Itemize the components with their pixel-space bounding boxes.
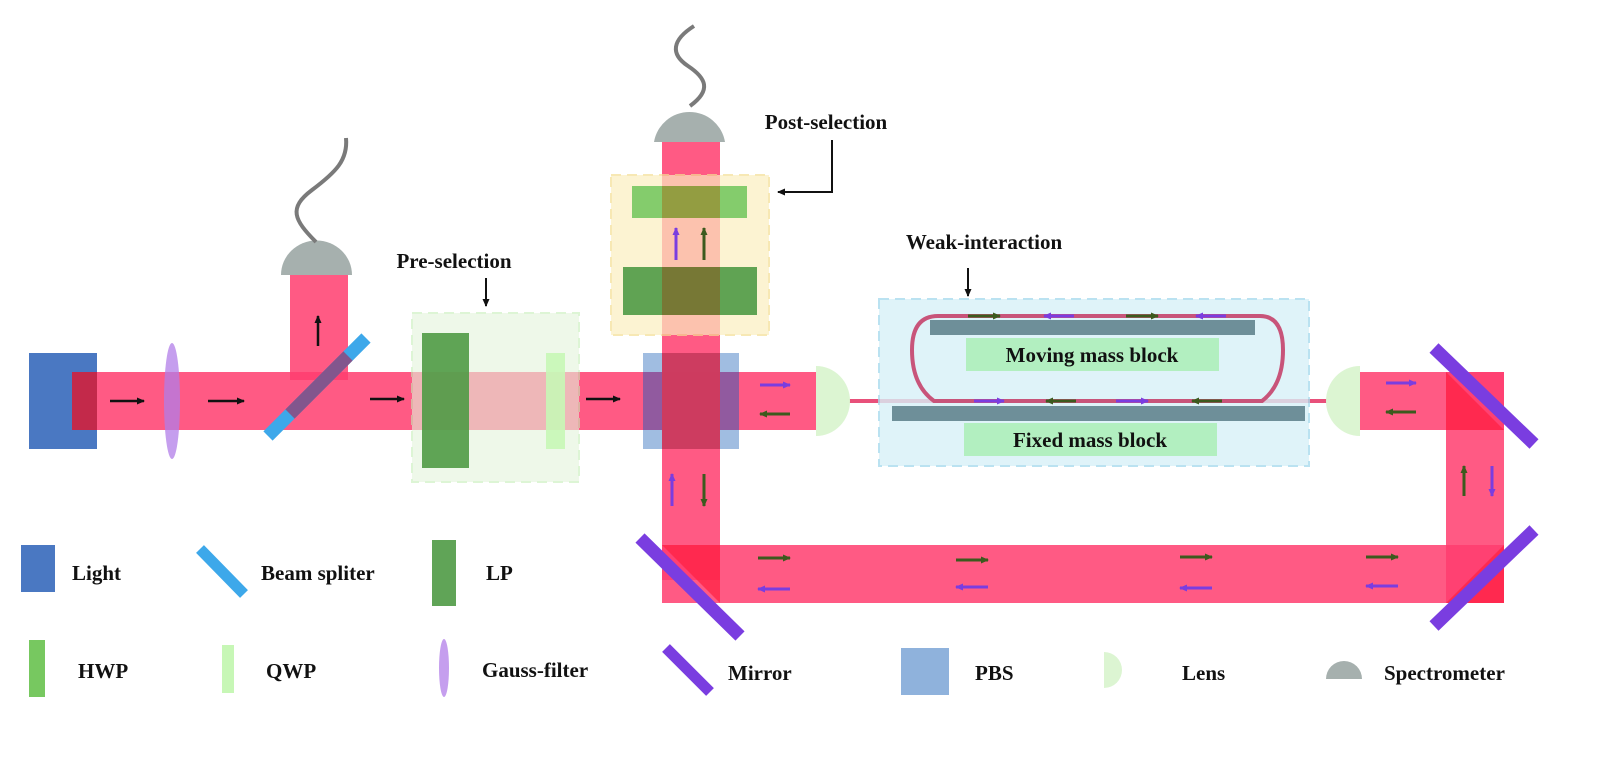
lens-right: [1326, 366, 1360, 436]
corner-overlap-bottom-right: [1446, 545, 1504, 603]
polarization-arrows: [668, 227, 1496, 593]
post-selection-label: Post-selection: [765, 110, 888, 134]
legend-light-label: Light: [72, 561, 121, 585]
legend-hwp-swatch: [29, 640, 45, 697]
legend-hwp-label: HWP: [78, 659, 128, 683]
legend-lens-label: Lens: [1182, 661, 1225, 685]
fixed-mass-label: Fixed mass block: [1013, 428, 1167, 452]
legend-beam-splitter-label: Beam spliter: [261, 561, 375, 585]
legend-lp-swatch: [432, 540, 456, 606]
legend-beam-splitter-swatch: [196, 545, 248, 598]
spectrometer-top: [654, 111, 725, 142]
pbs-overlap-center: [662, 353, 720, 449]
post-selection-pointer: [777, 140, 833, 196]
fiber-ring: [909, 314, 1286, 403]
legend-light-swatch: [21, 545, 55, 592]
legend-mirror-swatch: [662, 644, 714, 696]
bottom-return-beam: [662, 545, 1504, 603]
lp-post-overlap: [662, 267, 720, 315]
legend-lp-label: LP: [486, 561, 513, 585]
legend-pbs-swatch: [901, 648, 949, 695]
corner-overlap-bottom-left: [662, 545, 720, 603]
legend-lens-swatch: [1104, 652, 1122, 688]
legend-qwp-swatch: [222, 645, 234, 693]
light-source-exit: [72, 372, 97, 430]
fiber-top: [674, 24, 706, 108]
fixed-mass-block: [892, 406, 1305, 421]
qwp-pre: [546, 353, 565, 449]
mirror-bottom-right: [1429, 525, 1539, 631]
lp-polarizer-pre: [422, 333, 469, 468]
legend: Light Beam spliter LP HWP QWP Gauss-filt…: [21, 540, 1505, 697]
legend-mirror-label: Mirror: [728, 661, 792, 685]
pbs-overlap-left: [643, 372, 662, 430]
spectrometer-left: [281, 240, 352, 275]
weak-interaction-label: Weak-interaction: [906, 230, 1063, 254]
legend-gauss-filter-swatch: [439, 639, 449, 697]
moving-mass-block: [930, 320, 1255, 335]
fixed-mass-label-bg: [964, 423, 1217, 456]
hwp-post-overlap: [662, 186, 720, 218]
lens-left: [816, 366, 850, 436]
pbs-overlap-right: [720, 372, 739, 430]
pre-selection-label: Pre-selection: [396, 249, 511, 273]
beam-splitter-overlap: [285, 351, 353, 419]
forward-beam-arrows: [110, 315, 621, 405]
moving-mass-label: Moving mass block: [1006, 343, 1179, 367]
legend-gauss-filter-label: Gauss-filter: [482, 658, 588, 682]
ring-direction-arrows: [968, 312, 1226, 405]
mirror-top-right: [1429, 343, 1539, 449]
moving-mass-label-bg: [966, 338, 1219, 371]
legend-pbs-label: PBS: [975, 661, 1014, 685]
fiber-left: [294, 137, 349, 244]
legend-qwp-label: QWP: [266, 659, 316, 683]
legend-spectrometer-label: Spectrometer: [1384, 661, 1505, 685]
legend-spectrometer-swatch: [1326, 661, 1362, 679]
gauss-filter: [164, 343, 180, 459]
corner-overlap-top-right: [1446, 372, 1504, 430]
mirror-bottom-left: [635, 533, 745, 641]
